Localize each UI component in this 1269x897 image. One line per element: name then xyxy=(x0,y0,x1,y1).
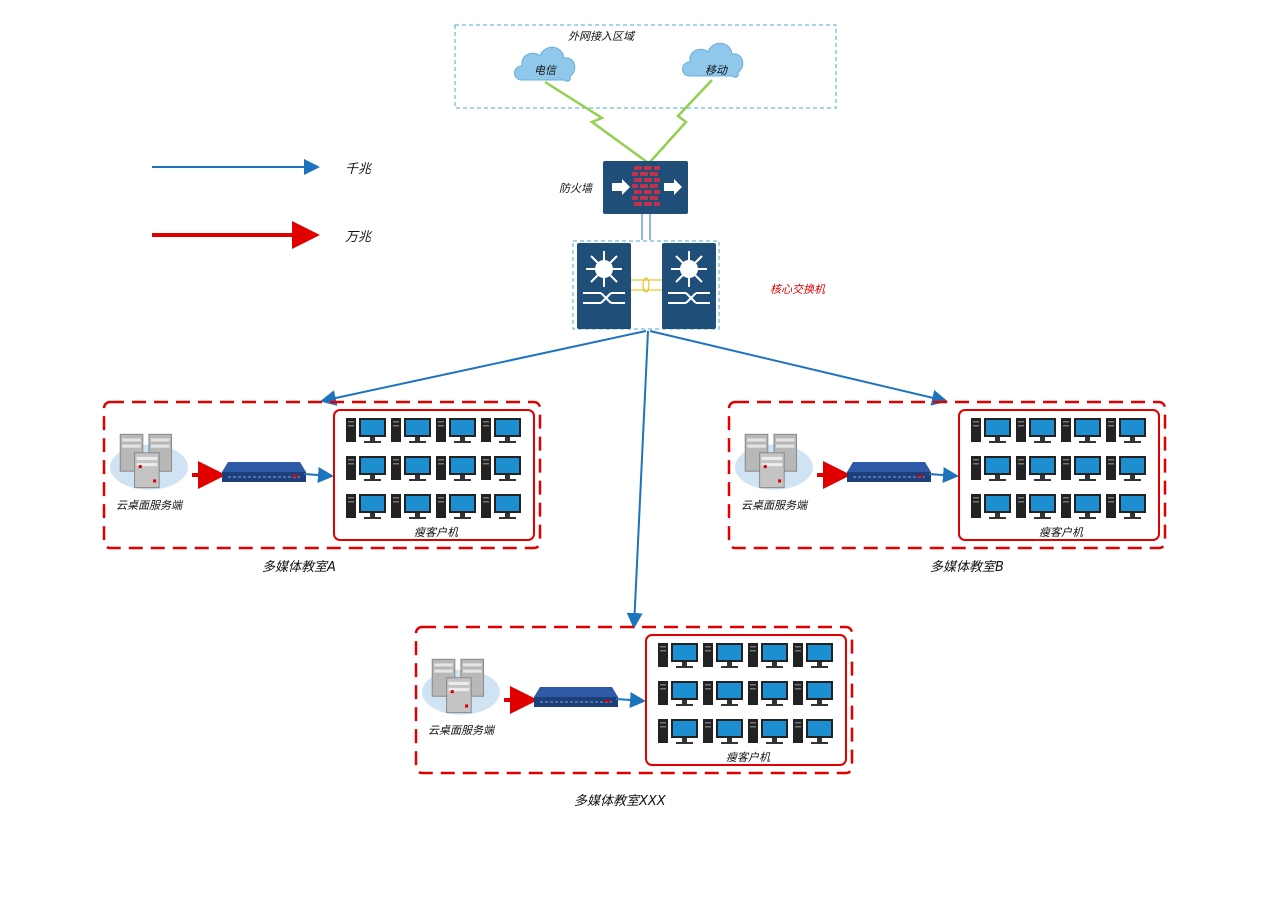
thin-client-pc-icon xyxy=(436,494,476,519)
thin-client-pc-icon xyxy=(346,494,386,519)
legend-10g-label: 万兆 xyxy=(345,230,372,245)
thin-client-pc-icon xyxy=(793,681,833,706)
switch-to-clients-link xyxy=(303,467,334,483)
server-label: 云桌面服务端 xyxy=(116,499,182,512)
thin-client-pc-icon xyxy=(481,418,521,443)
core-to-classroom-b-link xyxy=(649,330,948,406)
classroom-zone-border xyxy=(414,625,854,775)
firewall-icon xyxy=(603,161,688,214)
thin-client-pc-icon xyxy=(703,681,743,706)
thin-client-pc-icon xyxy=(1016,418,1056,443)
classroom-title: 多媒体教室A xyxy=(262,560,336,575)
thin-client-pc-icon xyxy=(748,643,788,668)
core-switch-label: 核心交换机 xyxy=(770,283,825,296)
thin-client-pc-icon xyxy=(793,643,833,668)
thin-client-pc-icon xyxy=(436,456,476,481)
thin-client-pc-icon xyxy=(658,643,698,668)
access-switch-icon xyxy=(534,686,618,708)
cloud-desktop-server-icon xyxy=(735,433,814,491)
internet-zone xyxy=(454,24,837,109)
thin-client-pc-icon xyxy=(1016,456,1056,481)
thin-client-pc-icon xyxy=(346,456,386,481)
thin-client-group-border xyxy=(645,634,847,766)
server-label: 云桌面服务端 xyxy=(428,724,494,737)
thin-client-pc-icon xyxy=(971,418,1011,443)
firewall-label: 防火墙 xyxy=(559,182,592,195)
lightning-link-2 xyxy=(649,79,713,163)
thin-client-pc-icon xyxy=(703,719,743,744)
core-switch-icon-1 xyxy=(577,243,631,329)
cloud-desktop-server-icon xyxy=(110,433,189,491)
thin-client-pc-icon xyxy=(481,456,521,481)
core-to-classroom-a-link xyxy=(320,330,647,406)
core-switch-group xyxy=(572,240,720,330)
thin-clients-label: 瘦客户机 xyxy=(414,526,458,539)
thin-client-pc-icon xyxy=(1061,494,1101,519)
classroom-title: 多媒体教室XXX xyxy=(574,794,666,809)
core-to-classroom-xxx-link xyxy=(626,330,649,629)
thin-client-pc-icon xyxy=(658,719,698,744)
isp-telecom-label: 电信 xyxy=(534,64,556,77)
thin-client-pc-icon xyxy=(1106,418,1146,443)
thin-client-pc-icon xyxy=(1106,494,1146,519)
internet-zone-label: 外网接入区域 xyxy=(568,30,634,43)
lightning-link-1 xyxy=(544,80,648,164)
thin-client-pc-icon xyxy=(748,681,788,706)
classroom-zone-border xyxy=(727,400,1167,550)
thin-client-pc-icon xyxy=(481,494,521,519)
access-switch-icon xyxy=(847,461,931,483)
thin-client-pc-icon xyxy=(391,456,431,481)
thin-client-pc-icon xyxy=(658,681,698,706)
classroom-2 xyxy=(414,625,854,775)
cloud-desktop-server-icon xyxy=(422,658,501,716)
classroom-zone-border xyxy=(102,400,542,550)
thin-client-pc-icon xyxy=(793,719,833,744)
thin-client-group-border xyxy=(958,409,1160,541)
thin-clients-label: 瘦客户机 xyxy=(1039,526,1083,539)
thin-client-pc-icon xyxy=(391,418,431,443)
classroom-title: 多媒体教室B xyxy=(930,560,1004,575)
thin-client-pc-icon xyxy=(971,494,1011,519)
thin-client-pc-icon xyxy=(1061,418,1101,443)
thin-client-pc-icon xyxy=(748,719,788,744)
thin-client-pc-icon xyxy=(971,456,1011,481)
thin-client-pc-icon xyxy=(436,418,476,443)
core-switch-icon-2 xyxy=(662,243,716,329)
classroom-0 xyxy=(102,400,542,550)
thin-client-pc-icon xyxy=(1106,456,1146,481)
isp-mobile-label: 移动 xyxy=(705,64,727,77)
switch-to-clients-link xyxy=(928,467,959,483)
switch-to-clients-link xyxy=(615,692,646,708)
access-switch-icon xyxy=(222,461,306,483)
thin-client-pc-icon xyxy=(346,418,386,443)
thin-client-pc-icon xyxy=(703,643,743,668)
legend-gigabit-label: 千兆 xyxy=(345,162,372,177)
classroom-1 xyxy=(727,400,1167,550)
thin-client-pc-icon xyxy=(391,494,431,519)
thin-client-pc-icon xyxy=(1016,494,1056,519)
thin-client-group-border xyxy=(333,409,535,541)
thin-client-pc-icon xyxy=(1061,456,1101,481)
thin-clients-label: 瘦客户机 xyxy=(726,751,770,764)
server-label: 云桌面服务端 xyxy=(741,499,807,512)
